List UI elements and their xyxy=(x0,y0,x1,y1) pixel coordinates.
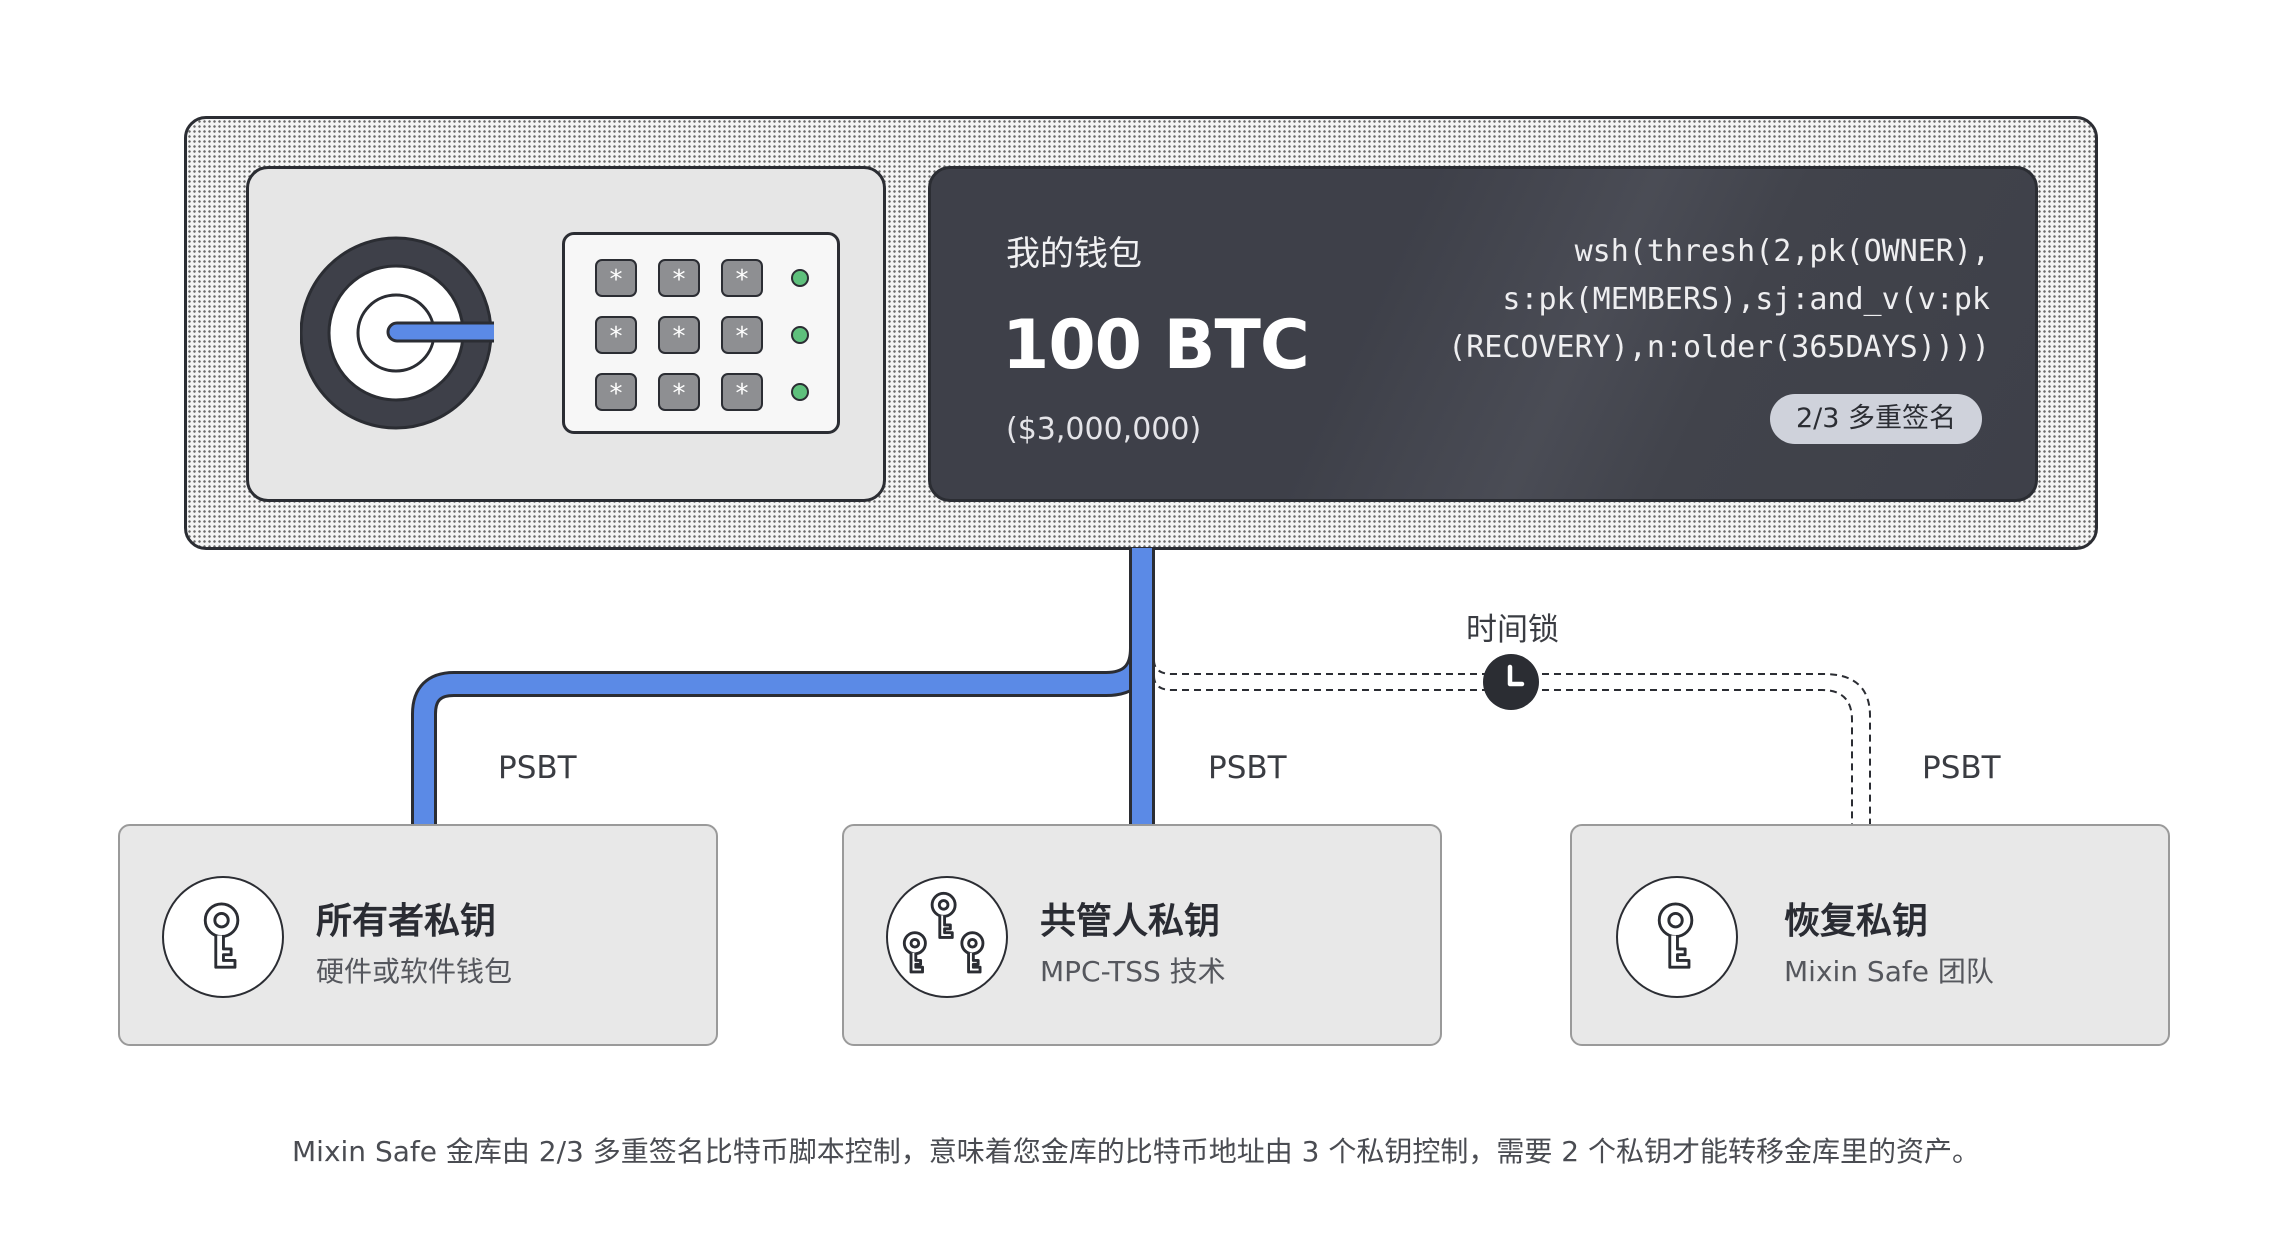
safe-keypad: * * * * * * * * * xyxy=(562,232,840,434)
recovery-timelock-path xyxy=(1153,659,1871,826)
multisig-badge: 2/3 多重签名 xyxy=(1770,394,1982,444)
members-key-title: 共管人私钥 xyxy=(1040,901,1221,942)
wallet-panel xyxy=(928,166,2038,502)
keypad-key[interactable]: * xyxy=(721,316,763,354)
keypad-key[interactable]: * xyxy=(721,373,763,411)
members-key-card[interactable]: 共管人私钥 MPC-TSS 技术 xyxy=(842,824,1442,1046)
recovery-key-title: 恢复私钥 xyxy=(1784,901,1929,942)
recovery-key-subtitle: Mixin Safe 团队 xyxy=(1784,955,1994,988)
keypad-key[interactable]: * xyxy=(721,259,763,297)
status-led-icon xyxy=(791,326,809,344)
owner-key-title: 所有者私钥 xyxy=(316,901,497,942)
status-led-icon xyxy=(791,269,809,287)
keypad-key[interactable]: * xyxy=(658,373,700,411)
owner-key-subtitle: 硬件或软件钱包 xyxy=(316,955,513,988)
key-icon xyxy=(162,876,284,998)
keypad-key[interactable]: * xyxy=(595,259,637,297)
clock-icon xyxy=(1483,654,1539,710)
recovery-key-card[interactable]: 恢复私钥 Mixin Safe 团队 xyxy=(1570,824,2170,1046)
keypad-key[interactable]: * xyxy=(595,316,637,354)
key-icon xyxy=(1616,876,1738,998)
keypad-key[interactable]: * xyxy=(658,259,700,297)
miniscript-descriptor: wsh(thresh(2,pk(OWNER), s:pk(MEMBERS),sj:… xyxy=(1370,228,1990,372)
diagram-caption: Mixin Safe 金库由 2/3 多重签名比特币脚本控制，意味着您金库的比特… xyxy=(292,1135,1980,1168)
safe-dial-icon xyxy=(300,236,494,430)
status-led-icon xyxy=(791,383,809,401)
script-line: s:pk(MEMBERS),sj:and_v(v:pk xyxy=(1502,282,1990,317)
keypad-key[interactable]: * xyxy=(658,316,700,354)
owner-key-card[interactable]: 所有者私钥 硬件或软件钱包 xyxy=(118,824,718,1046)
keypad-key[interactable]: * xyxy=(595,373,637,411)
timelock-label: 时间锁 xyxy=(1466,612,1559,648)
psbt-label-recovery: PSBT xyxy=(1922,750,2001,786)
script-line: wsh(thresh(2,pk(OWNER), xyxy=(1574,234,1990,269)
script-line: (RECOVERY),n:older(365DAYS)))) xyxy=(1448,330,1990,365)
psbt-label-owner: PSBT xyxy=(498,750,577,786)
members-key-subtitle: MPC-TSS 技术 xyxy=(1040,955,1226,988)
wallet-fiat-value: ($3,000,000) xyxy=(1006,412,1202,447)
three-keys-icon xyxy=(886,876,1008,998)
psbt-label-members: PSBT xyxy=(1208,750,1287,786)
wallet-balance: 100 BTC xyxy=(1002,306,1310,385)
wallet-name: 我的钱包 xyxy=(1006,234,1142,274)
